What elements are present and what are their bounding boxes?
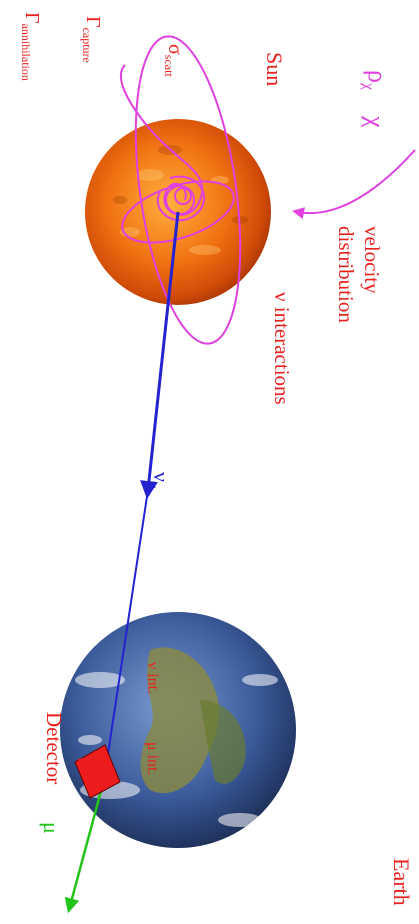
gamma-annihilation-label: Γannihilation xyxy=(18,12,43,81)
detector xyxy=(74,744,121,799)
chi-label: χ xyxy=(361,116,390,128)
neutrino-line xyxy=(140,211,180,499)
nu-mu-label: νμ xyxy=(146,472,174,490)
muon-line xyxy=(64,779,106,914)
velocity-distribution-arrow xyxy=(292,149,416,219)
gamma-capture-label: Γcapture xyxy=(79,16,104,63)
neutrino-line-continued xyxy=(103,489,149,781)
earth-label: Earth xyxy=(389,858,414,906)
rho-chi-label: ρχ xyxy=(359,70,392,90)
wimp-orbits xyxy=(119,35,242,345)
earth xyxy=(60,612,296,848)
nu-int-label: ν int. xyxy=(144,662,161,695)
velocity-label: velocity xyxy=(360,226,384,294)
mu-int-label: μ int. xyxy=(144,742,161,776)
mu-label: μ xyxy=(39,822,64,834)
sigma-scatt-label: σscatt xyxy=(161,44,186,77)
detector-label: Detector xyxy=(42,712,66,785)
nu-interactions-label: ν interactions xyxy=(270,292,294,405)
sun-label: Sun xyxy=(262,52,287,87)
distribution-label: distribution xyxy=(334,226,358,323)
